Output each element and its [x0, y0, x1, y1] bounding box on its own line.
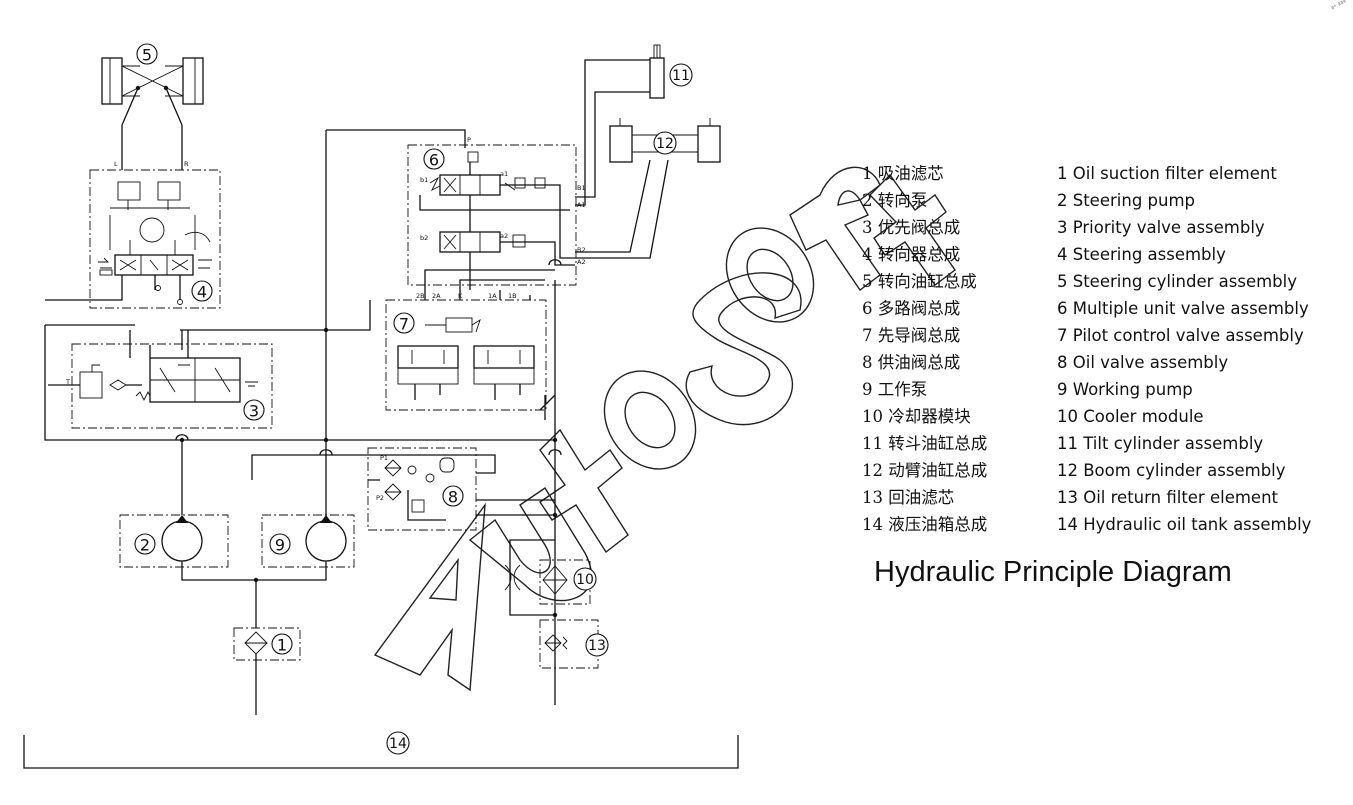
- legend-item-en: 13 Oil return filter element: [1057, 488, 1279, 507]
- svg-text:2B: 2B: [416, 292, 425, 300]
- callout-14: 14: [386, 731, 410, 755]
- callout-1: 1: [271, 633, 293, 655]
- legend-item-en: 11 Tilt cylinder assembly: [1057, 434, 1264, 453]
- legend-item-en: 1 Oil suction filter element: [1057, 164, 1277, 183]
- callout-4: 4: [191, 280, 213, 302]
- callout-3: 3: [243, 399, 265, 421]
- diagram-title: Hydraulic Principle Diagram: [874, 556, 1232, 588]
- svg-text:2A: 2A: [432, 292, 441, 300]
- svg-text:B2: B2: [577, 246, 586, 254]
- legend-item-en: 6 Multiple unit valve assembly: [1057, 299, 1309, 318]
- legend-item-en: 7 Pilot control valve assembly: [1057, 326, 1304, 345]
- svg-text:1B: 1B: [508, 292, 517, 300]
- svg-text:9: 9: [275, 536, 285, 555]
- legend-item-en: 14 Hydraulic oil tank assembly: [1057, 515, 1312, 534]
- legend-item-cn: 14 液压油箱总成: [862, 515, 988, 534]
- svg-text:11: 11: [672, 68, 690, 84]
- legend-item-en: 10 Cooler module: [1057, 407, 1204, 426]
- svg-text:b1: b1: [420, 176, 428, 184]
- legend-chinese: 1 吸油滤芯 2 转向泵 3 优先阀总成 4 转向器总成 5 转向油缸总成 6 多路阀总成…: [862, 160, 987, 538]
- legend-english: 1 Oil suction filter element 2 Steering p…: [1057, 160, 1311, 538]
- svg-text:P: P: [467, 136, 471, 144]
- svg-text:3: 3: [249, 402, 259, 421]
- svg-text:P1: P1: [380, 454, 388, 462]
- legend-item-en: 3 Priority valve assembly: [1057, 218, 1265, 237]
- legend-item-en: 8 Oil valve assembly: [1057, 353, 1229, 372]
- legend-item-cn: 8 供油阀总成: [862, 353, 961, 372]
- svg-text:A2: A2: [577, 258, 586, 266]
- svg-text:10: 10: [576, 572, 594, 588]
- legend-item-cn: 11 转斗油缸总成: [862, 434, 988, 453]
- legend-item-cn: 12 动臂油缸总成: [862, 461, 988, 480]
- svg-text:A1: A1: [577, 201, 586, 209]
- svg-text:13: 13: [588, 638, 606, 654]
- legend-item-en: 9 Working pump: [1057, 380, 1193, 399]
- legend-item-cn: 2 转向泵: [862, 191, 928, 210]
- svg-text:6: 6: [429, 151, 439, 170]
- callout-6: 6: [423, 148, 445, 170]
- svg-text:R: R: [184, 160, 189, 168]
- legend-item-cn: 5 转向油缸总成: [862, 272, 977, 291]
- svg-text:12: 12: [656, 136, 674, 152]
- svg-text:1: 1: [277, 636, 287, 655]
- svg-text:1A: 1A: [488, 292, 497, 300]
- svg-text:8: 8: [448, 488, 458, 507]
- callout-11: 11: [669, 63, 693, 87]
- callout-7: 7: [393, 312, 415, 334]
- callout-9: 9: [269, 533, 291, 555]
- svg-text:2: 2: [140, 536, 150, 555]
- legend-item-cn: 3 优先阀总成: [862, 218, 961, 237]
- legend-item-en: 5 Steering cylinder assembly: [1057, 272, 1297, 291]
- svg-text:7: 7: [399, 315, 409, 334]
- svg-text:a2: a2: [500, 232, 508, 240]
- svg-text:a1: a1: [500, 170, 508, 178]
- callout-10: 10: [573, 567, 597, 591]
- legend-item-cn: 6 多路阀总成: [862, 299, 961, 318]
- legend-item-cn: 7 先导阀总成: [862, 326, 961, 345]
- legend-item-cn: 9 工作泵: [862, 380, 928, 399]
- legend-item-cn: 1 吸油滤芯: [862, 164, 944, 183]
- svg-text:P2: P2: [376, 494, 384, 502]
- callout-8: 8: [442, 485, 464, 507]
- legend-item-cn: 13 回油滤芯: [862, 488, 955, 507]
- legend-item-cn: 10 冷却器模块: [862, 407, 971, 426]
- svg-text:T: T: [65, 378, 70, 386]
- legend-item-cn: 4 转向器总成: [862, 245, 961, 264]
- callout-12: 12: [653, 131, 677, 155]
- legend-item-en: 4 Steering assembly: [1057, 245, 1226, 264]
- port-labels: L R T P P1 P2 B1 A1 B2 A2 b1 a1 b2 a2 2B…: [65, 136, 586, 502]
- svg-text:B1: B1: [577, 184, 586, 192]
- svg-text:K: K: [458, 292, 463, 300]
- watermark: [373, 166, 956, 692]
- svg-text:L: L: [114, 160, 118, 168]
- schematic-lines: [23, 44, 739, 769]
- legend-item-en: 12 Boom cylinder assembly: [1057, 461, 1286, 480]
- svg-text:5: 5: [142, 46, 152, 65]
- svg-text:4: 4: [197, 283, 207, 302]
- callout-5: 5: [136, 43, 158, 65]
- callout-13: 13: [585, 633, 609, 657]
- callout-2: 2: [134, 533, 156, 555]
- svg-text:14: 14: [389, 736, 407, 752]
- legend-item-en: 2 Steering pump: [1057, 191, 1196, 210]
- svg-text:b2: b2: [420, 234, 428, 242]
